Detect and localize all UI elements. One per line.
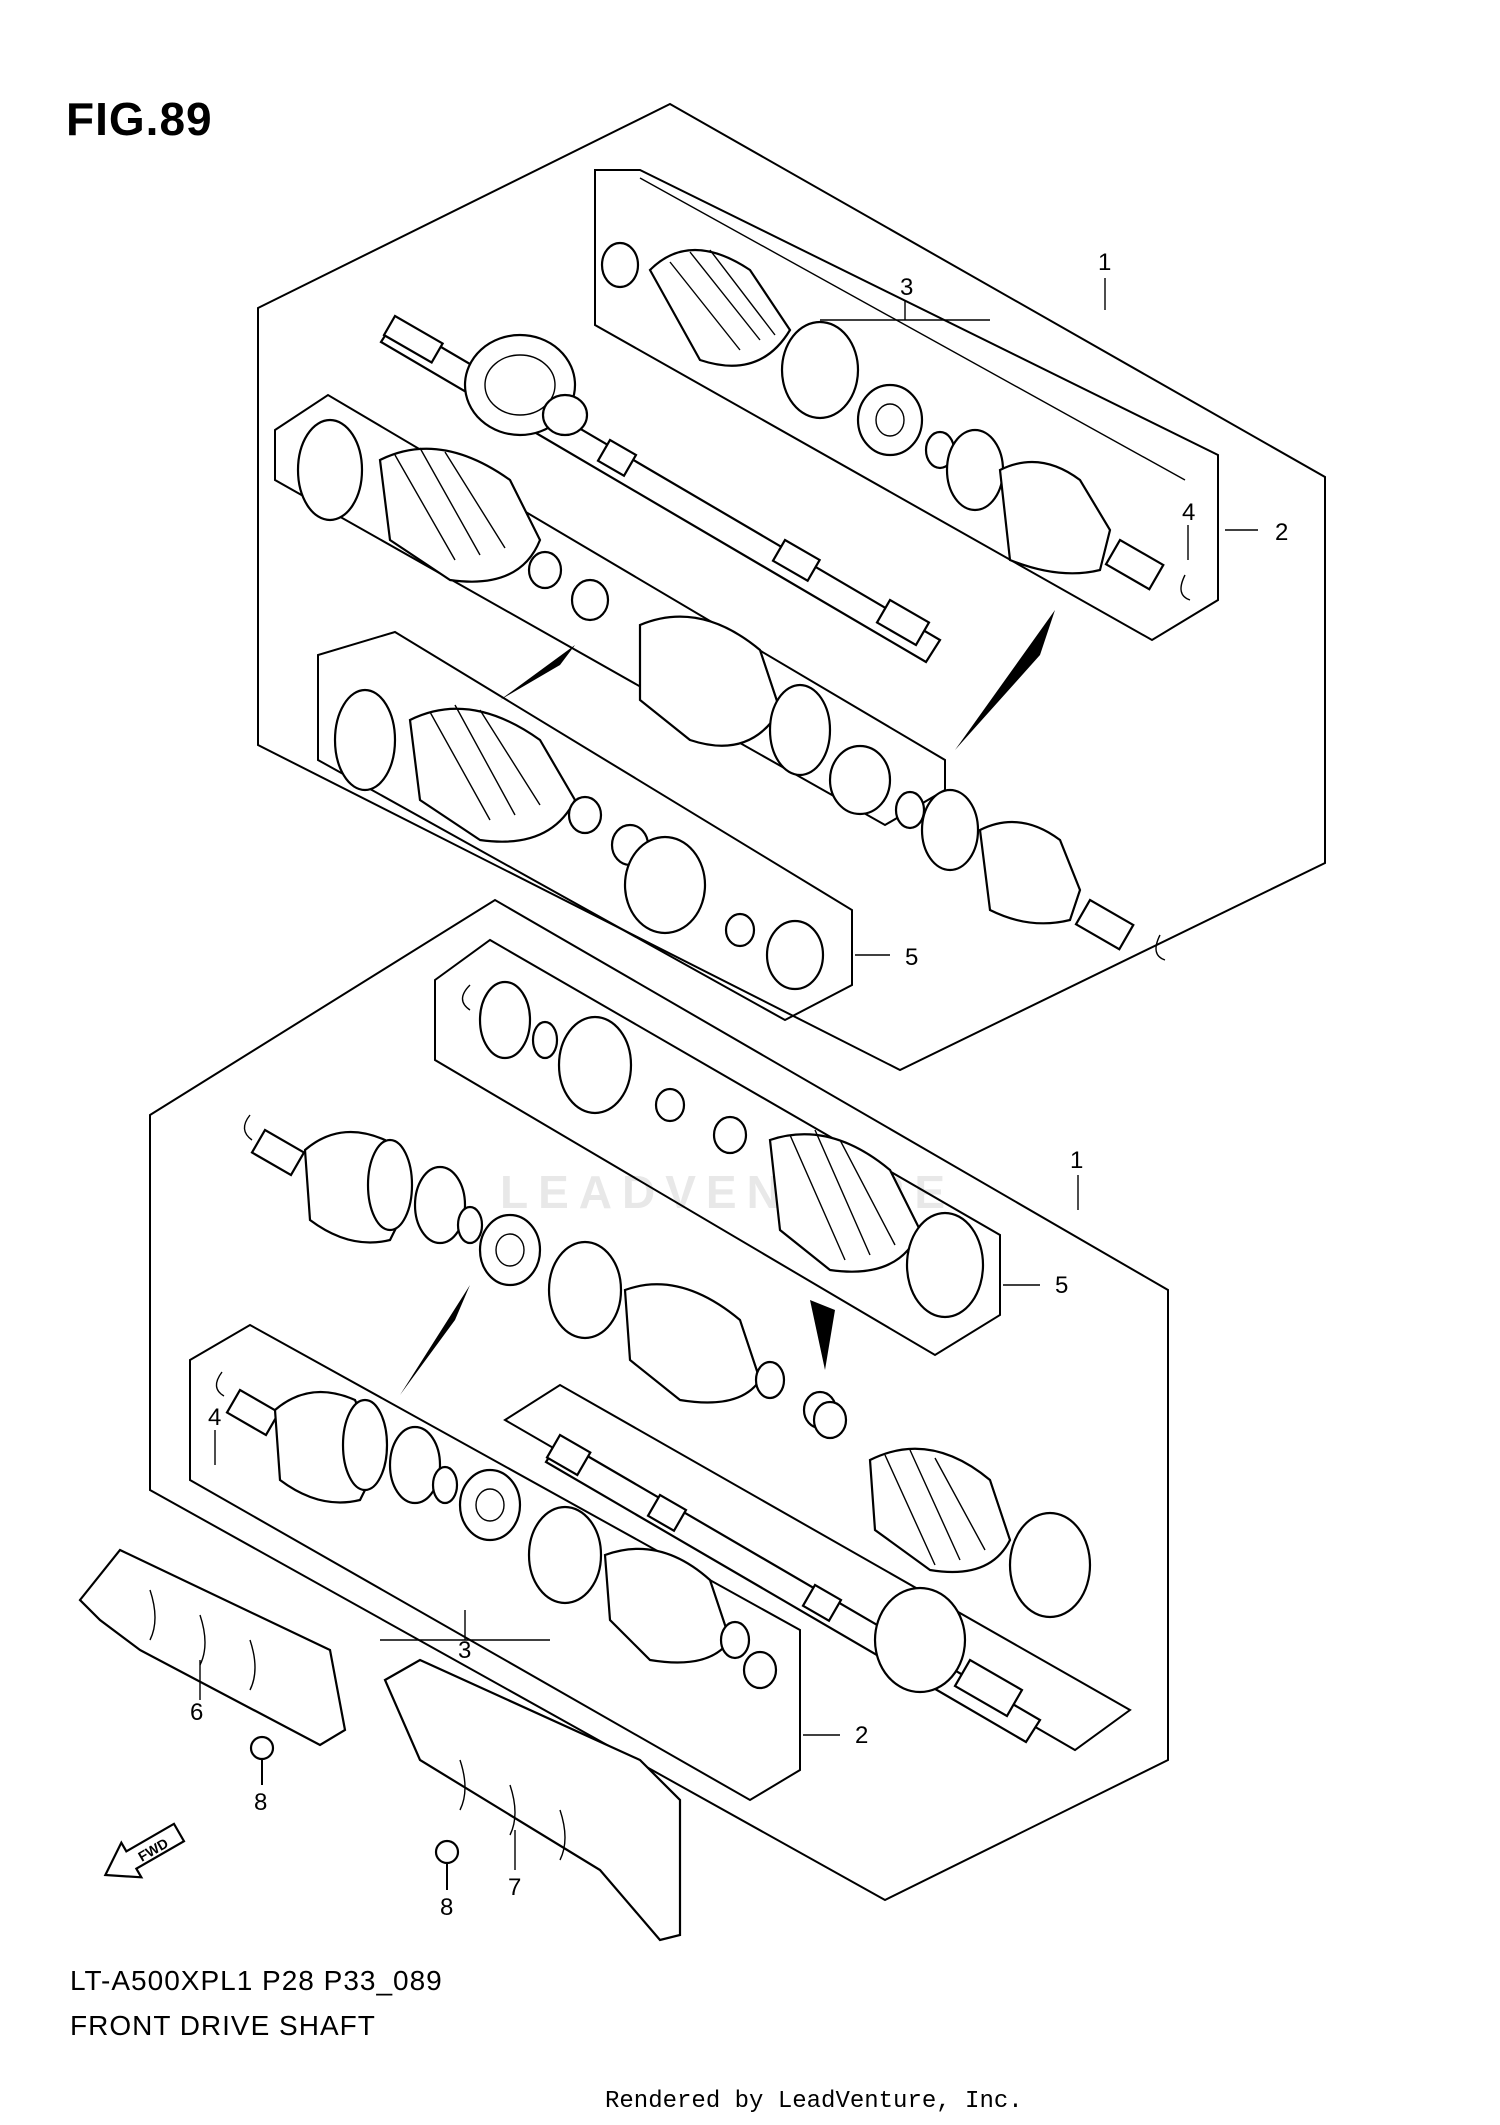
callout-6: 6 (190, 1699, 203, 1726)
upper-arrow-left (500, 645, 575, 700)
lower-kit-5-parts (461, 980, 985, 1319)
lower-arrow-right (810, 1300, 835, 1370)
lower-arrow-left (400, 1285, 470, 1395)
lower-callout-2: 2 (855, 1722, 868, 1749)
lower-drive-shaft-assembly: 1 5 4 3 2 6 7 8 8 (78, 898, 1169, 1942)
lower-callout-5: 5 (1055, 1272, 1068, 1299)
lower-callout-4: 4 (208, 1404, 221, 1431)
upper-shaft-kit-parts (296, 418, 1166, 961)
upper-callout-5: 5 (905, 944, 918, 971)
lower-assembly-frame (149, 898, 1169, 1902)
right-cover-7 (383, 1658, 682, 1942)
upper-callout-1: 1 (1098, 249, 1111, 276)
bolt-left-8 (249, 1735, 275, 1785)
upper-kit-3-parts (600, 241, 1191, 601)
model-code: LT-A500XPL1 P28 P33_089 (70, 1965, 443, 1996)
upper-callout-4: 4 (1182, 499, 1195, 526)
bolt-right-8 (434, 1839, 460, 1890)
upper-callout-2: 2 (1275, 519, 1288, 546)
upper-callout-3: 3 (900, 274, 913, 301)
upper-kit-5-parts (333, 688, 825, 991)
lower-callout-1: 1 (1070, 1147, 1083, 1174)
render-credit: Rendered by LeadVenture, Inc. (605, 2088, 1023, 2115)
callout-8-left: 8 (254, 1789, 267, 1816)
upper-axle-shaft (379, 314, 942, 664)
callout-8-right: 8 (440, 1894, 453, 1921)
lower-kit-3-frame (189, 1323, 801, 1802)
fwd-arrow-icon: FWD (103, 1822, 186, 1879)
upper-arrow-right (955, 610, 1055, 750)
left-cover-6 (78, 1548, 347, 1747)
lower-boot-kit-5-frame (434, 938, 1001, 1357)
figure-title: FIG.89 (66, 93, 213, 145)
lower-cv-joint-parts (243, 1114, 838, 1430)
callout-7: 7 (508, 1874, 521, 1901)
lower-axle-shaft (544, 1400, 1092, 1744)
figure-name: FRONT DRIVE SHAFT (70, 2010, 376, 2041)
lower-callout-3: 3 (458, 1637, 471, 1664)
upper-assembly-frame (257, 102, 1326, 1072)
upper-drive-shaft-assembly: 1 3 4 2 5 (257, 102, 1326, 1072)
upper-boot-kit-5-frame (317, 630, 853, 1022)
lower-kit-3-parts (215, 1371, 778, 1690)
upper-kit-3-frame (594, 169, 1219, 642)
